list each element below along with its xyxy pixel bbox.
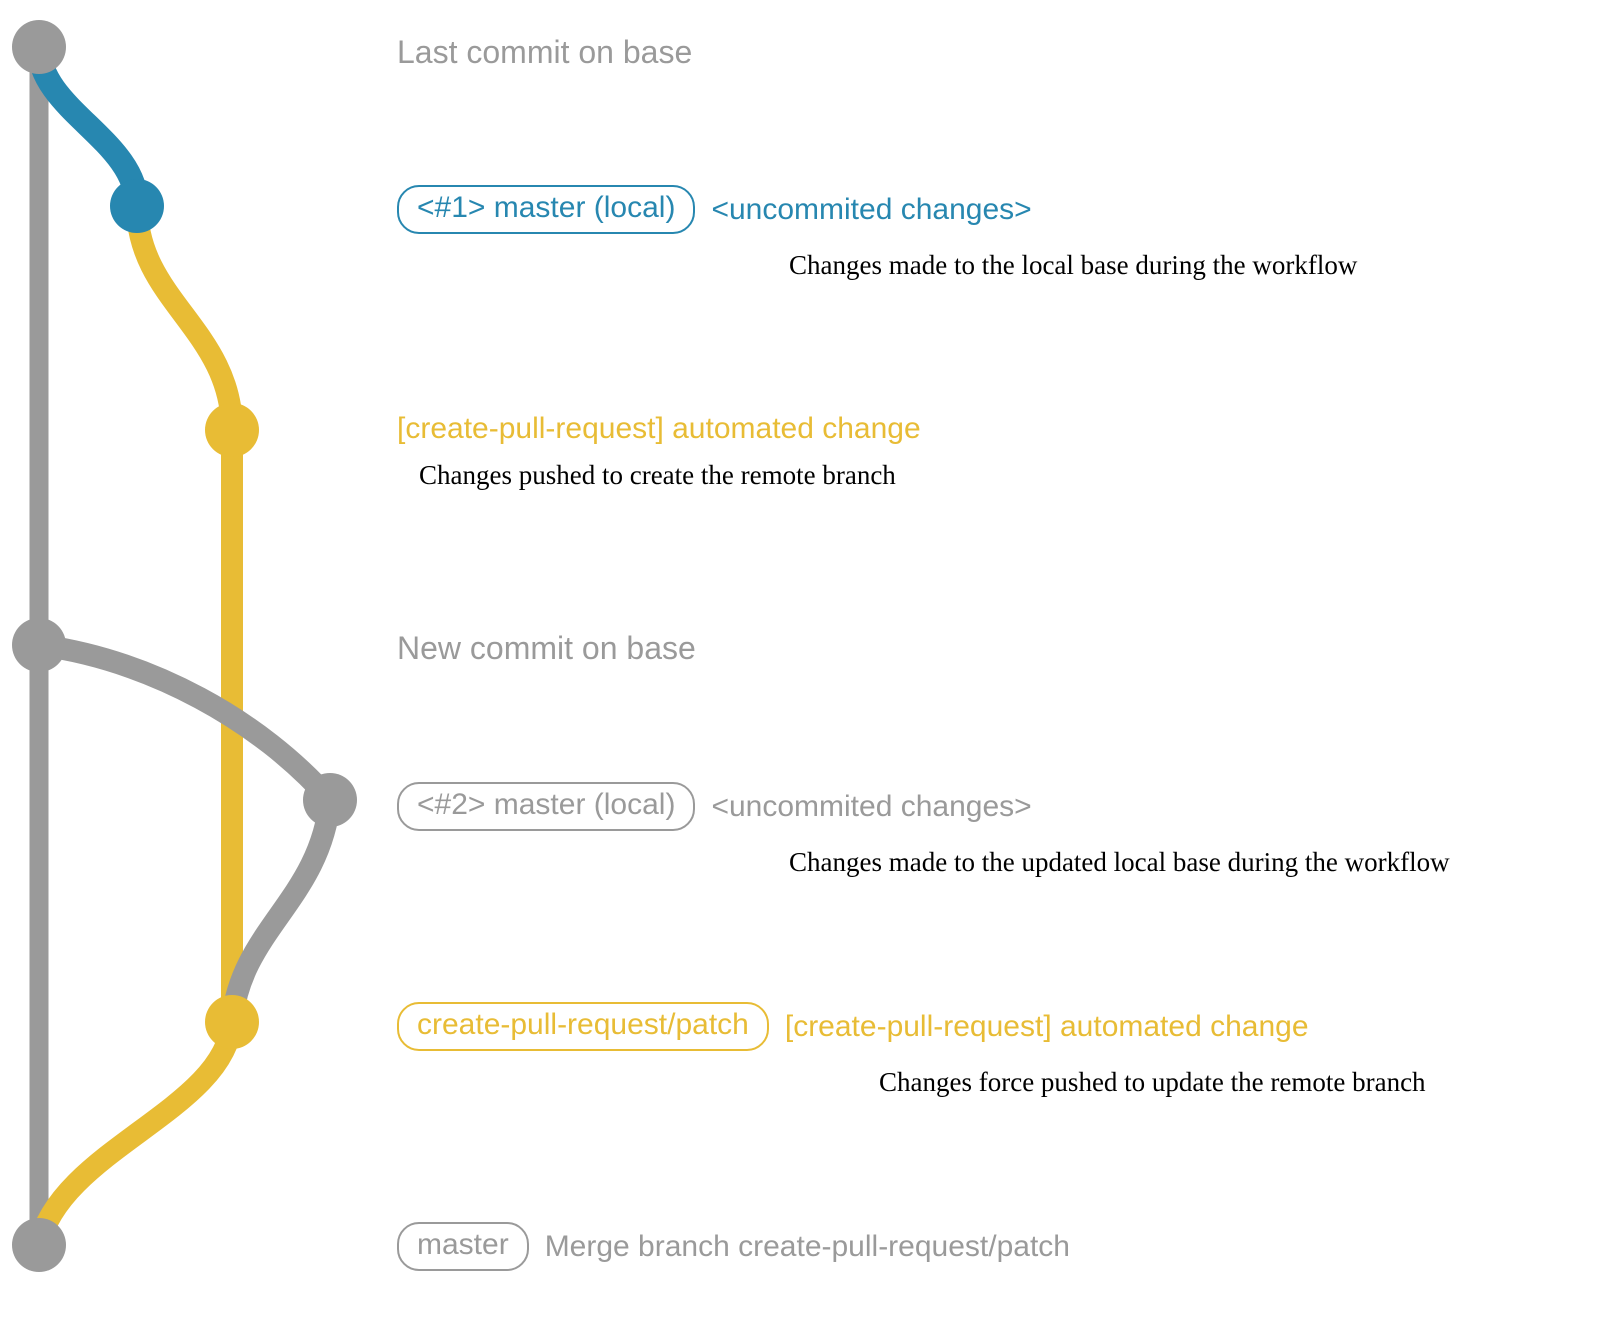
commit-node-patch-commit-1[interactable] — [205, 403, 259, 457]
commit-description-automated-change-1: Changes pushed to create the remote bran… — [419, 460, 896, 490]
commit-description-master-local-2: Changes made to the updated local base d… — [789, 847, 1450, 877]
graph-row-master-local-1: <#1> master (local) <uncommited changes>… — [397, 185, 1357, 279]
commit-description-master-local-1: Changes made to the local base during th… — [789, 250, 1358, 280]
branch-pill-master-local-2[interactable]: <#2> master (local) — [397, 782, 696, 831]
commit-node-local-commit-1[interactable] — [110, 179, 164, 233]
edge-base-new-commit-to-local-commit-2 — [28, 634, 341, 811]
graph-row-automated-change-1: [create-pull-request] automated change C… — [397, 414, 921, 489]
commit-message-automated-change-2: [create-pull-request] automated change — [784, 1009, 1309, 1043]
graph-row-new-commit-on-base: New commit on base — [397, 632, 696, 664]
commit-message-last-commit-on-base: Last commit on base — [397, 34, 693, 70]
commit-node-patch-commit-2[interactable] — [205, 995, 259, 1049]
graph-row-master-local-2: <#2> master (local) <uncommited changes>… — [397, 782, 1450, 876]
commit-description-automated-change-2: Changes force pushed to update the remot… — [879, 1067, 1426, 1097]
commit-message-merge-branch: Merge branch create-pull-request/patch — [544, 1229, 1070, 1263]
branch-pill-master-local-1[interactable]: <#1> master (local) — [397, 185, 696, 234]
edge-patch-commit-2-to-merge-commit — [28, 1011, 243, 1256]
graph-row-merge-branch: master Merge branch create-pull-request/… — [397, 1222, 1070, 1271]
edge-base-to-local-commit-1 — [27, 35, 149, 218]
commit-message-master-local-1: <uncommited changes> — [711, 192, 1032, 226]
commit-message-master-local-2: <uncommited changes> — [711, 789, 1032, 823]
commit-node-base-head[interactable] — [12, 20, 66, 74]
edge-local-commit-2-to-patch-commit-2 — [221, 789, 341, 1033]
branch-pill-master[interactable]: master — [397, 1222, 529, 1271]
edge-local-commit-1-to-patch-commit-1 — [126, 195, 243, 441]
branch-pill-create-pull-request-patch[interactable]: create-pull-request/patch — [397, 1002, 769, 1051]
commit-node-base-new-commit[interactable] — [12, 618, 66, 672]
commit-message-automated-change-1: [create-pull-request] automated change — [397, 412, 921, 445]
graph-row-last-commit-on-base: Last commit on base — [397, 36, 692, 68]
commit-node-local-commit-2[interactable] — [303, 773, 357, 827]
commit-node-merge-commit[interactable] — [12, 1218, 66, 1272]
graph-row-automated-change-2: create-pull-request/patch [create-pull-r… — [397, 1002, 1426, 1096]
commit-message-new-commit-on-base: New commit on base — [397, 630, 696, 666]
git-commit-graph — [12, 20, 357, 1272]
